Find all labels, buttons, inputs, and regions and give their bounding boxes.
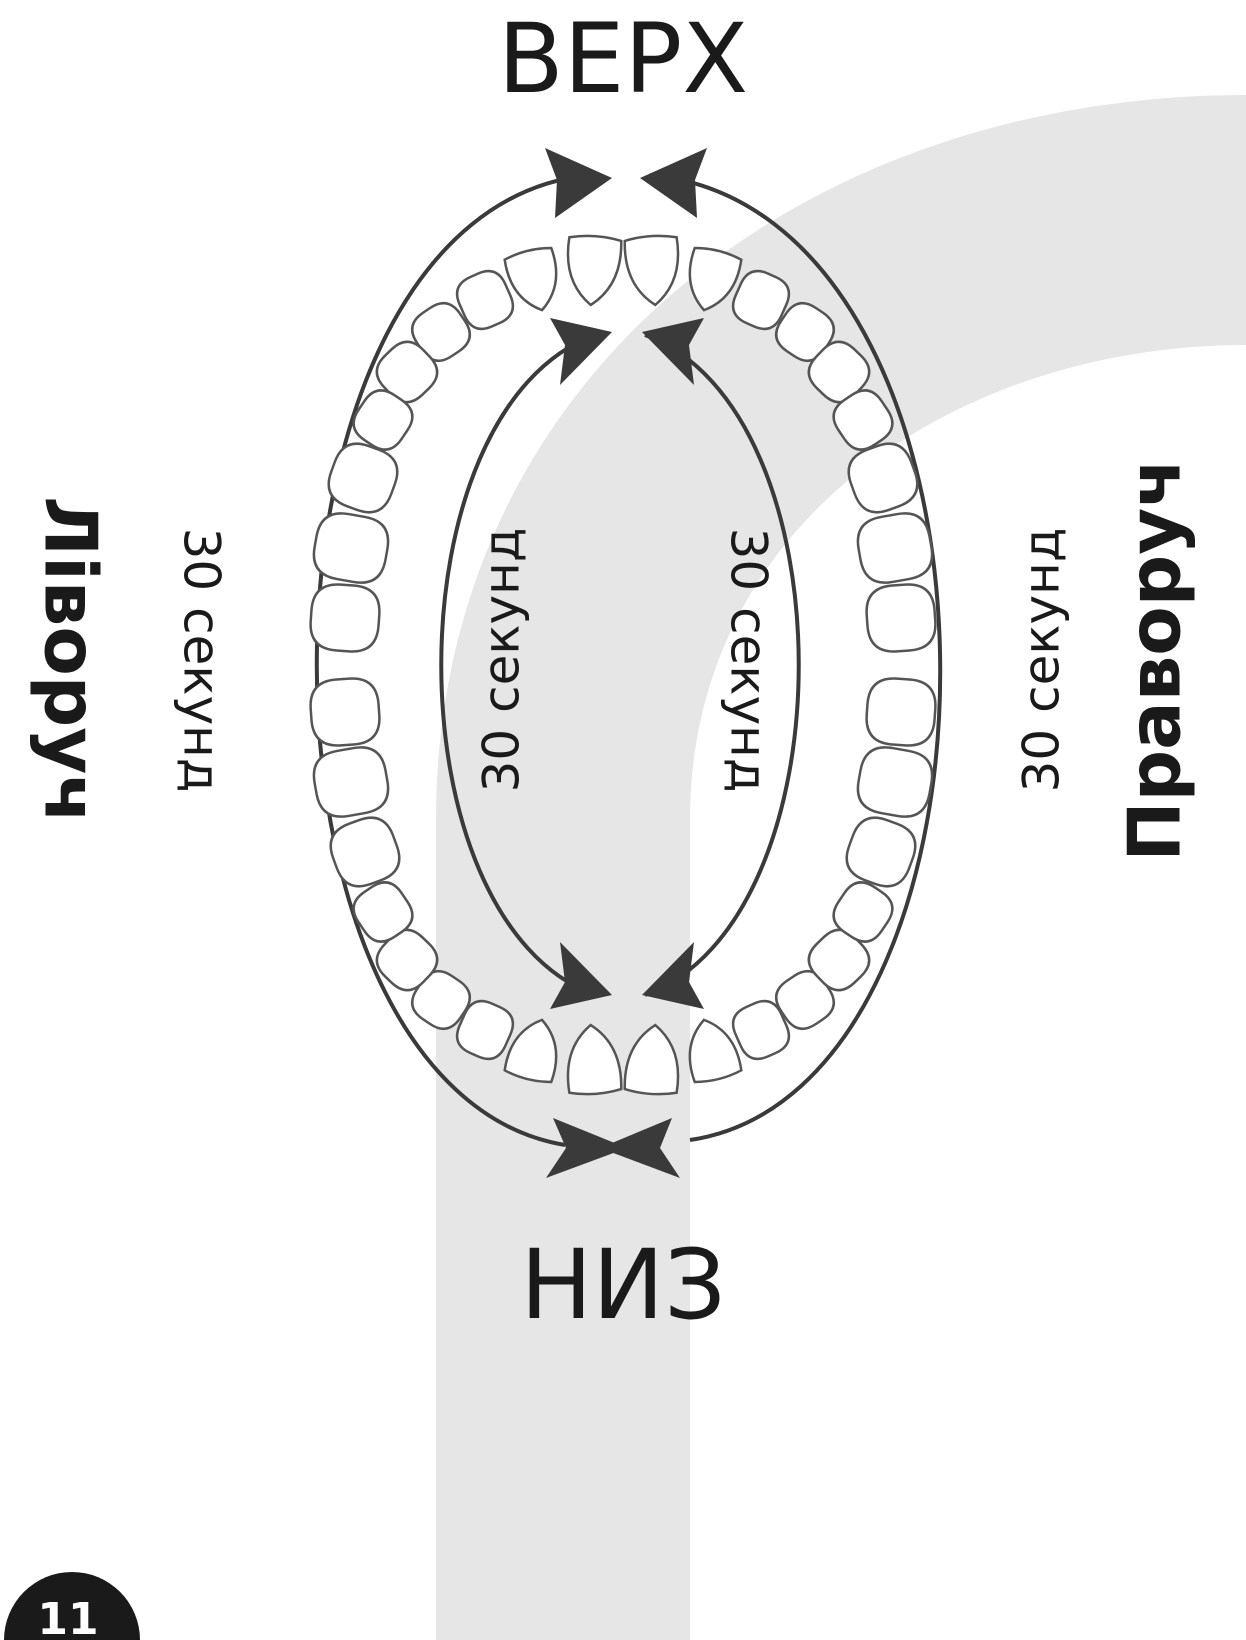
tooth-lower-left-0: [566, 1023, 623, 1096]
arrow-heads: [545, 148, 707, 1178]
tooth-upper-left-1: [503, 246, 558, 312]
tooth-lower-right-0: [623, 1023, 680, 1096]
tooth-lower-left-3: [410, 969, 472, 1031]
background-arc-shape: [436, 95, 1246, 1640]
inner-right-arc: [644, 333, 801, 997]
tooth-upper-left-6: [327, 442, 399, 514]
arrow-outer-top-left: [545, 148, 612, 218]
tooth-lower-left-4: [375, 928, 439, 992]
bottom-label: НИЗ: [520, 1229, 726, 1341]
tooth-lower-left-7: [312, 746, 390, 818]
tooth-upper-right-3: [774, 301, 836, 363]
outer-left-time-label: 30 секунд: [173, 528, 231, 793]
inner-left-time-label: 30 секунд: [473, 528, 531, 793]
tooth-upper-left-3: [410, 301, 472, 363]
outer-right-arc: [649, 173, 943, 1142]
arrow-outer-bottom-right: [600, 1118, 680, 1178]
tooth-lower-right-8: [865, 677, 937, 747]
tooth-upper-left-5: [352, 389, 414, 451]
arrow-inner-top-left: [550, 318, 612, 385]
inner-right-time-label: 30 секунд: [720, 528, 778, 793]
tooth-upper-right-5: [832, 389, 894, 451]
tooth-lower-right-1: [688, 1018, 743, 1084]
tooth-upper-right-6: [847, 442, 919, 514]
top-label: ВЕРХ: [498, 3, 748, 115]
tooth-upper-right-1: [688, 246, 743, 312]
arrow-outer-bottom-left: [546, 1118, 627, 1178]
outer-left-arc: [314, 173, 591, 1147]
tooth-upper-right-0: [623, 234, 680, 307]
tooth-upper-left-2: [455, 269, 515, 331]
tooth-lower-left-8: [309, 677, 381, 747]
tooth-lower-right-6: [845, 816, 917, 888]
outer-right-time-label: 30 секунд: [1013, 528, 1071, 793]
inner-left-arc: [439, 333, 596, 997]
page-number: 11: [37, 1594, 98, 1640]
tooth-upper-right-7: [856, 512, 934, 584]
tooth-lower-right-3: [774, 969, 836, 1031]
tooth-lower-left-2: [455, 999, 515, 1061]
page-number-badge: [4, 1572, 140, 1640]
tooth-upper-left-8: [309, 583, 381, 653]
tooth-lower-left-5: [352, 881, 414, 943]
left-side-label: Ліворуч: [28, 496, 112, 823]
arrow-inner-bottom-right: [642, 942, 704, 1009]
tooth-upper-right-4: [807, 340, 871, 404]
tooth-lower-right-5: [832, 881, 894, 943]
right-side-label: Праворуч: [1113, 458, 1197, 861]
tooth-upper-left-7: [312, 512, 390, 584]
tooth-upper-right-2: [731, 269, 791, 331]
tooth-lower-right-2: [731, 999, 791, 1061]
tooth-lower-right-4: [807, 928, 871, 992]
arrow-outer-top-right: [640, 148, 707, 218]
tooth-lower-left-6: [329, 816, 401, 888]
tooth-lower-left-1: [503, 1018, 558, 1084]
arrow-inner-top-right: [642, 318, 704, 385]
tooth-upper-left-0: [566, 234, 623, 307]
teeth-arch: [309, 234, 937, 1096]
tooth-upper-left-4: [375, 340, 439, 404]
tooth-lower-right-7: [856, 746, 934, 818]
arrow-inner-bottom-left: [550, 942, 612, 1009]
tooth-upper-right-8: [865, 583, 937, 653]
